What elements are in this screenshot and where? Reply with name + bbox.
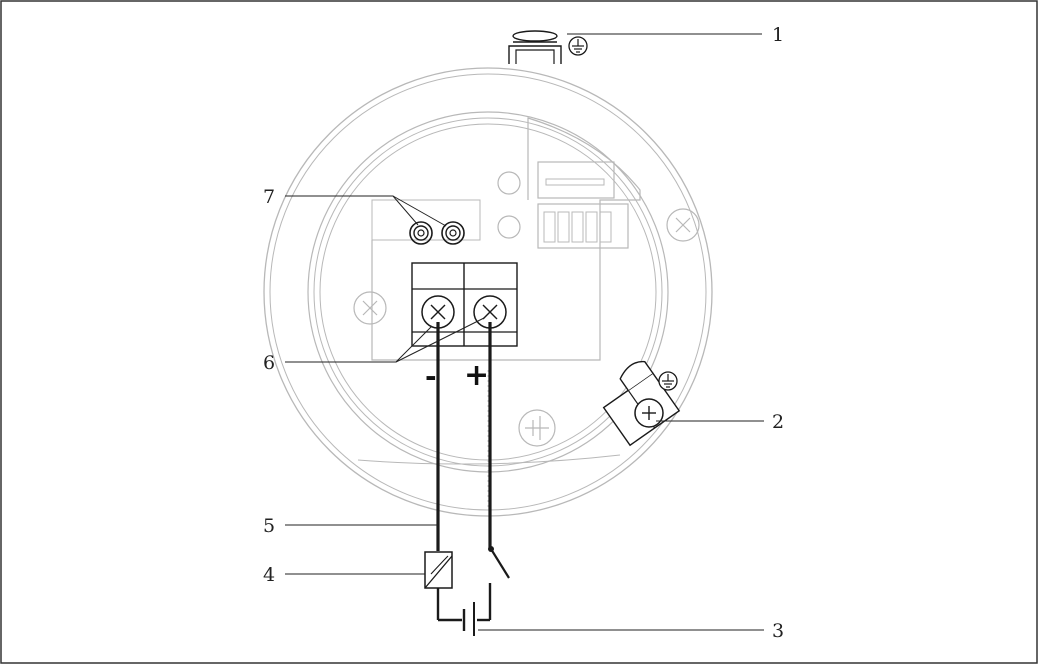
terminal-positive-label: + xyxy=(464,358,489,393)
callout-2: 2 xyxy=(772,411,784,433)
leader-7b xyxy=(392,195,447,227)
callout-3: 3 xyxy=(772,620,784,642)
display-slot xyxy=(545,178,605,186)
leader-6a xyxy=(285,325,433,363)
external-ground-icon xyxy=(568,36,588,56)
callout-1: 1 xyxy=(772,24,784,46)
terminal-block xyxy=(411,262,518,347)
housing xyxy=(263,67,713,517)
housing-ring-2 xyxy=(269,73,707,511)
battery-icon xyxy=(462,602,475,636)
display-module xyxy=(537,161,615,199)
housing-outer-ring xyxy=(263,67,713,517)
wiring xyxy=(424,322,510,636)
ground-symbol-icon xyxy=(658,371,678,391)
terminal-screw-positive-icon xyxy=(473,295,507,329)
callout-7: 7 xyxy=(263,186,275,208)
callout-4: 4 xyxy=(263,564,275,586)
dip-switch-block xyxy=(537,203,629,249)
external-ground-lug xyxy=(508,30,562,64)
leader-6b xyxy=(395,317,485,363)
load-icon xyxy=(424,551,453,589)
test-socket-icon xyxy=(409,221,465,245)
dip-switches xyxy=(543,211,612,243)
terminal-screw-negative-icon xyxy=(421,295,455,329)
housing-screw-bottom-icon xyxy=(518,409,556,447)
led-2-icon xyxy=(497,215,521,239)
ground-terminal-screw-icon xyxy=(634,398,664,428)
callout-6: 6 xyxy=(263,352,275,374)
electronics-insert xyxy=(371,117,641,361)
housing-screw-right-icon xyxy=(666,208,700,242)
leader-lines xyxy=(285,33,764,631)
switch-icon xyxy=(488,546,510,579)
led-1-icon xyxy=(497,171,521,195)
terminal-negative-label: - xyxy=(425,360,437,393)
callout-5: 5 xyxy=(263,515,275,537)
housing-screw-left-icon xyxy=(353,291,387,325)
ground-terminal xyxy=(602,360,681,447)
